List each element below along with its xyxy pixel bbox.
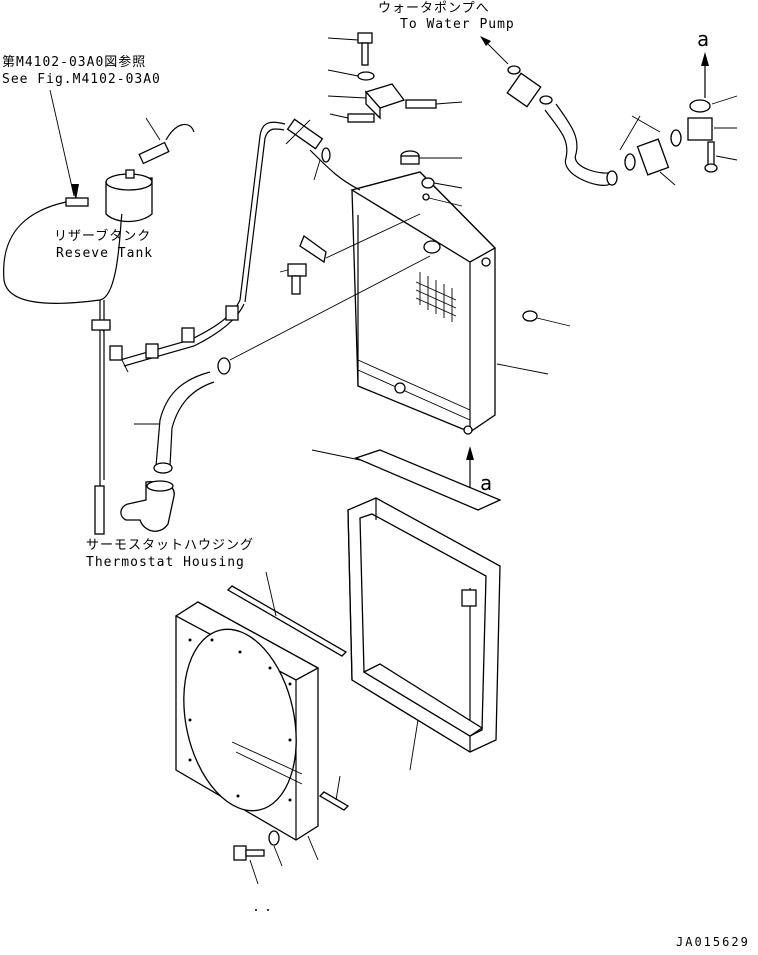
water-pump-label-jp: ウォータポンプへ (378, 1, 490, 16)
bolt-bottom (233, 845, 265, 885)
fan-shroud (174, 601, 320, 861)
short-hose (619, 115, 676, 186)
see-fig-arrow (49, 89, 79, 200)
view-a-arrow-top (701, 52, 709, 98)
radiator-core (350, 171, 497, 435)
radiator-core-grid (415, 272, 457, 322)
water-connector (670, 95, 738, 173)
view-a-label-bottom: a (480, 471, 492, 495)
upper-hose (506, 65, 618, 186)
reserve-tank-label-en: Reseve Tank (56, 246, 153, 261)
thermostat-label-jp: サーモスタットハウジング (86, 538, 254, 553)
view-a-arrow-bottom (466, 446, 474, 488)
drain-cock (421, 177, 463, 207)
small-hose (285, 118, 331, 181)
radiator-plug (522, 310, 571, 327)
thermostat-housing (120, 480, 175, 532)
thermostat-label-en: Thermostat Housing (86, 555, 245, 570)
bolt-top (327, 32, 373, 66)
radiator-cap (400, 150, 462, 165)
dot-mark-left (255, 909, 257, 911)
leader-radiator (496, 363, 549, 375)
washer-top (327, 69, 375, 81)
drawing-code: JA015629 (676, 935, 750, 949)
overflow-hose (3, 201, 123, 535)
see-fig-label-jp: 第M4102-03A0図参照 (2, 54, 146, 70)
reserve-tank-label-jp: リザーブタンク (54, 228, 151, 244)
hose-bracket (279, 213, 421, 295)
washer-bottom (268, 830, 283, 867)
reserve-tank (65, 117, 195, 223)
vent-pipe (109, 121, 361, 373)
lower-hose (134, 255, 431, 474)
see-fig-label-en: See Fig.M4102-03A0 (2, 72, 161, 87)
water-pump-arrow (480, 36, 509, 65)
seal-strip-lower (318, 775, 350, 811)
dot-mark-right (267, 909, 269, 911)
view-a-label-top: a (697, 27, 709, 51)
gasket-sponge (311, 449, 502, 511)
radiator-guard (347, 497, 501, 771)
bracket-top (327, 83, 463, 123)
seal-strip-upper (226, 571, 348, 657)
water-pump-label-en: To Water Pump (400, 17, 515, 32)
